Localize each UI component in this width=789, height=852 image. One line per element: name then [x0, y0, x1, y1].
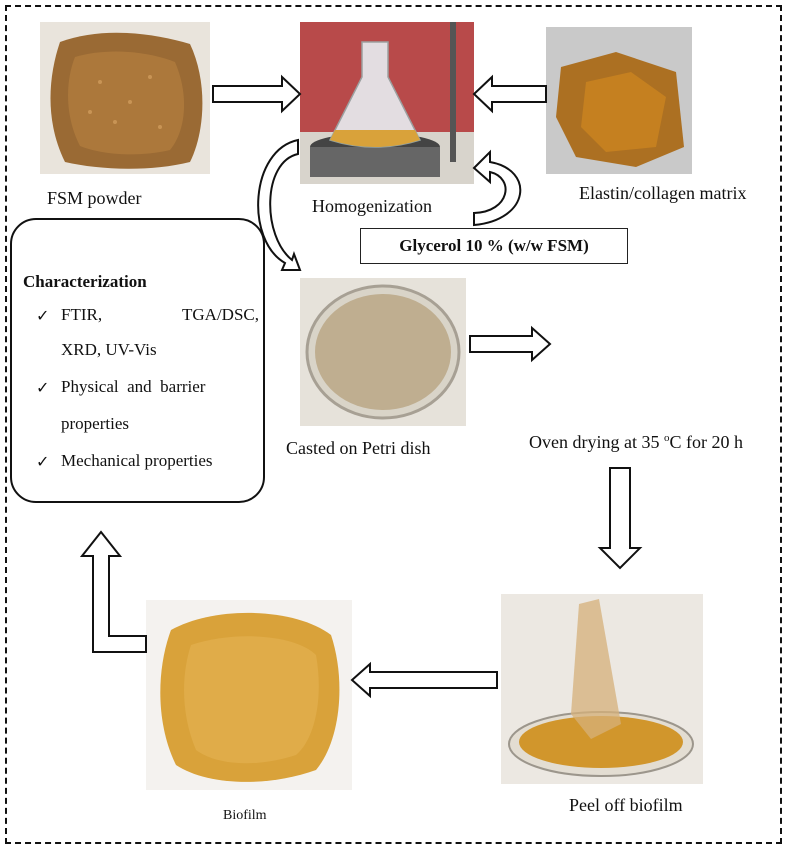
elastin-label: Elastin/collagen matrix — [579, 183, 747, 203]
biofilm-photo — [146, 600, 352, 790]
char-item-physical: Physical and barrier — [61, 377, 206, 396]
biofilm-label: Biofilm — [223, 808, 267, 823]
peel-off-photo — [501, 594, 703, 784]
glycerol-box: Glycerol 10 % (w/w FSM) — [360, 228, 628, 264]
characterization-box — [10, 218, 265, 503]
char-item-ftir: FTIR, — [61, 305, 103, 324]
dashed-border — [5, 5, 782, 844]
homogenization-label: Homogenization — [312, 196, 432, 216]
elastin-photo — [546, 27, 692, 174]
fsm-powder-photo — [40, 22, 210, 174]
char-item-xrd: XRD, UV-Vis — [61, 340, 157, 359]
fsm-powder-label: FSM powder — [47, 188, 142, 208]
characterization-title: Characterization — [23, 272, 147, 291]
homogenization-photo — [300, 22, 474, 184]
char-item-tga: TGA/DSC, — [182, 305, 259, 324]
check-icon: ✓ — [36, 380, 50, 397]
char-item-properties: properties — [61, 414, 129, 433]
petri-dish-photo — [300, 278, 466, 426]
oven-drying-label: Oven drying at 35 oC for 20 h — [529, 432, 743, 452]
check-icon: ✓ — [36, 308, 50, 325]
check-icon: ✓ — [36, 454, 50, 471]
char-item-mechanical: Mechanical properties — [61, 451, 213, 470]
casted-label: Casted on Petri dish — [286, 438, 431, 458]
peel-off-label: Peel off biofilm — [569, 795, 683, 815]
